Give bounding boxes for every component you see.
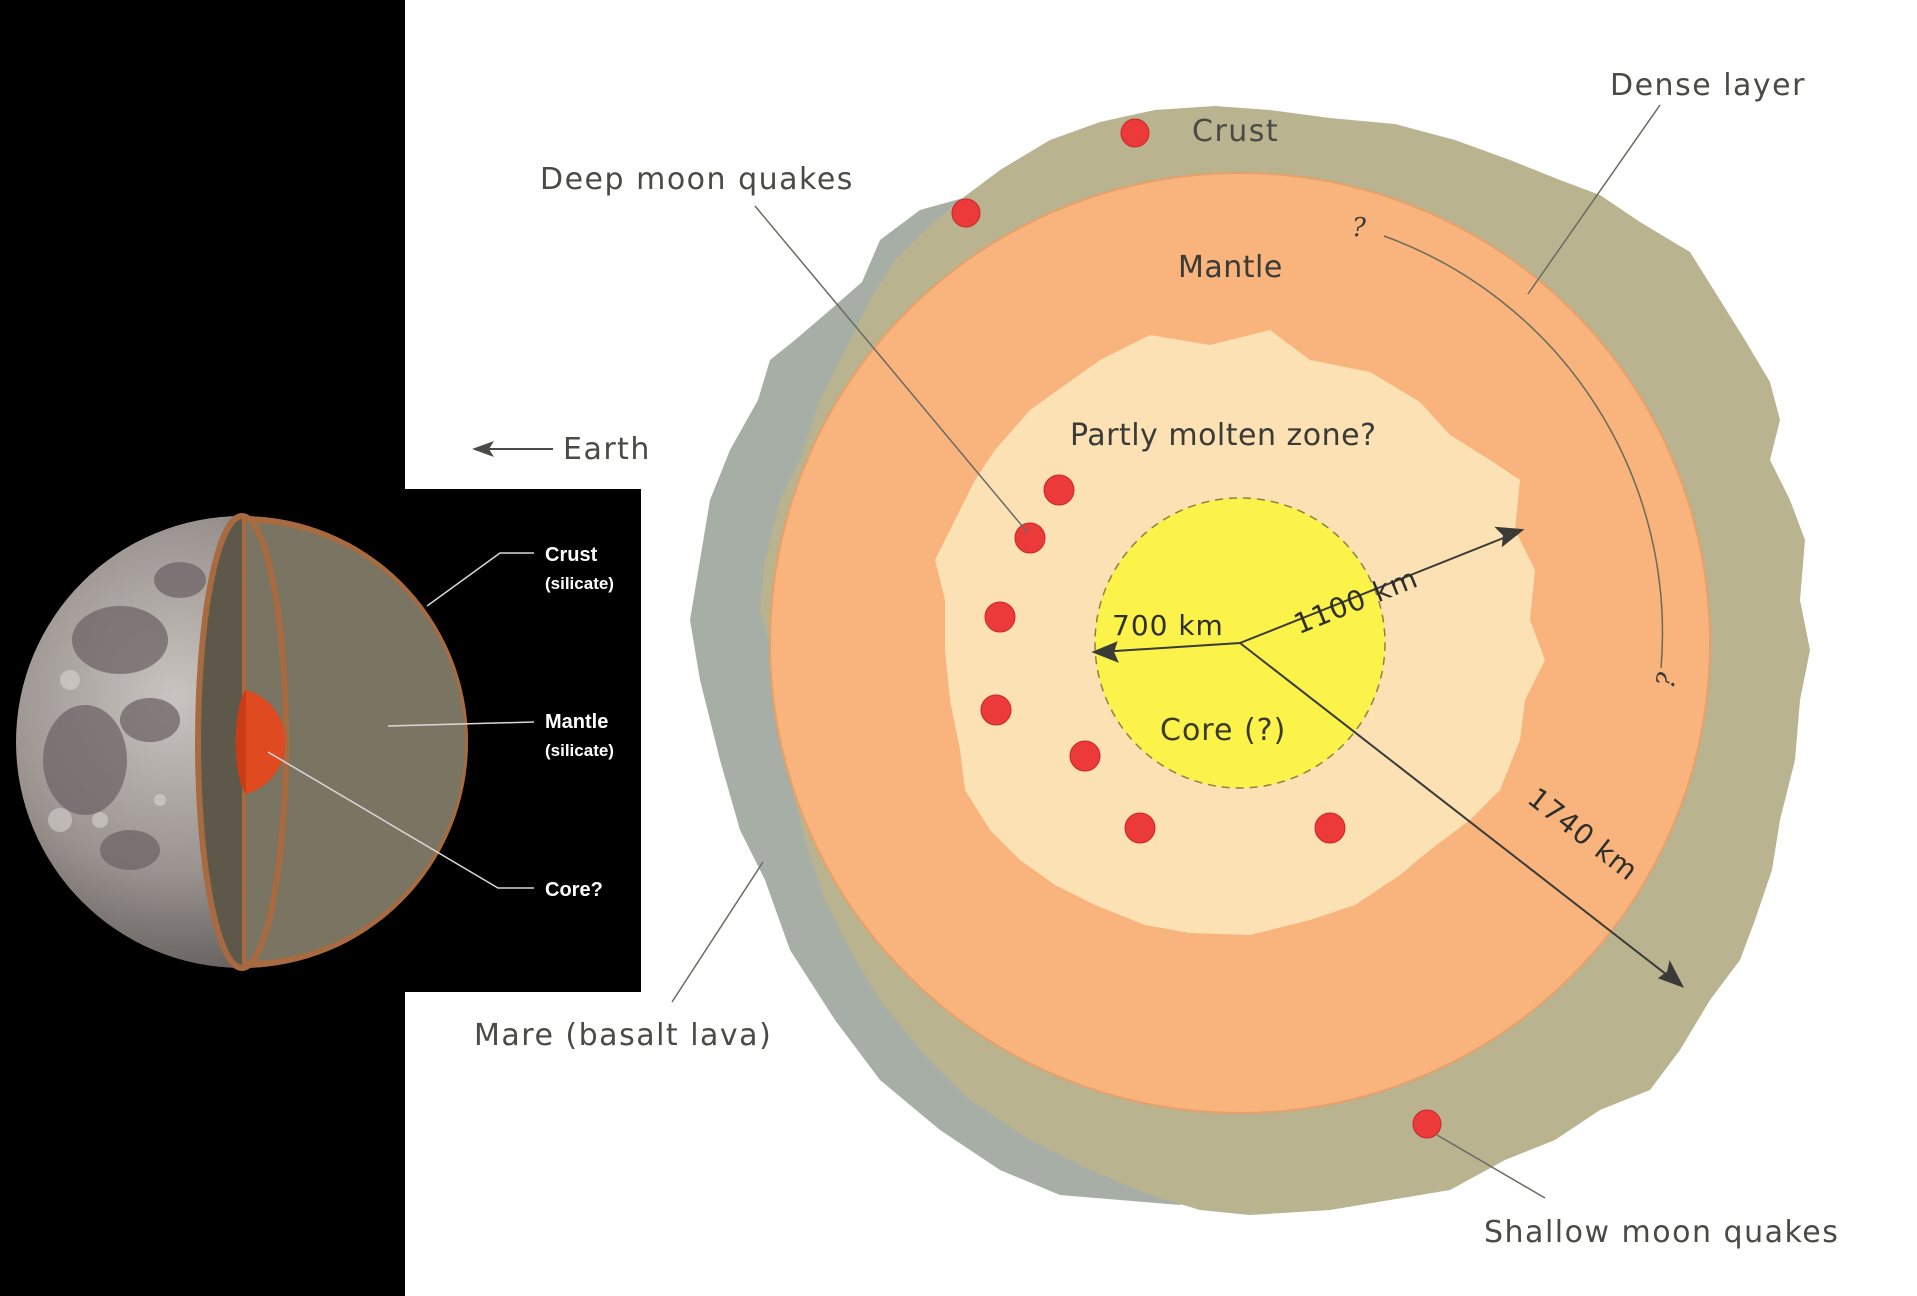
arrow-head-1740 (1657, 960, 1685, 988)
shallow-quake-dot (1412, 1109, 1442, 1139)
moon-surface-maria (43, 562, 206, 870)
small-crust-rim (195, 513, 289, 971)
mantle-label: Mantle (1178, 250, 1283, 285)
arrow-left-icon (472, 441, 494, 457)
arrow-head-700 (1091, 641, 1119, 663)
deep-quake-dot (1014, 522, 1046, 554)
leader-small-mantle (387, 721, 535, 727)
shallow-quake-dot (1120, 118, 1150, 148)
small-core-cut (235, 690, 246, 794)
crust-label: Crust (1192, 114, 1279, 149)
shallow-quake-dot (951, 198, 981, 228)
radius-700-label: 700 km (1112, 609, 1224, 642)
leader-small-crust (426, 552, 534, 607)
small-core-label: Core? (545, 879, 603, 901)
partly-molten-zone-label: Partly molten zone? (1070, 418, 1377, 453)
earth-label: Earth (563, 432, 651, 467)
moon-surface-highlights (48, 670, 166, 832)
small-core (235, 690, 286, 794)
mare-label: Mare (basalt lava) (474, 1018, 772, 1053)
leader-small-core (267, 751, 534, 889)
small-crust-sub-label: (silicate) (545, 574, 614, 593)
small-mantle-label: Mantle (545, 711, 608, 733)
radius-arrows (1091, 526, 1685, 988)
shallow-quakes-label: Shallow moon quakes (1484, 1215, 1839, 1250)
leader-dense-layer (1527, 104, 1661, 295)
deep-quake-dot (1314, 812, 1346, 844)
earth-direction-arrow (472, 441, 553, 457)
deep-quake-dot (1043, 474, 1075, 506)
small-crust-label: Crust (545, 544, 598, 566)
deep-quake-dot (1124, 812, 1156, 844)
small-mantle-face (246, 523, 465, 961)
leader-mare (671, 861, 764, 1003)
leader-deep-quakes (754, 205, 1029, 534)
arrow-head-1100 (1494, 526, 1525, 548)
deep-quake-dot (980, 694, 1012, 726)
leader-shallow-quakes (1436, 1134, 1546, 1199)
deep-quakes-label: Deep moon quakes (540, 162, 854, 197)
dense-layer-label: Dense layer (1610, 68, 1806, 103)
question-mark-top: ? (1352, 213, 1367, 243)
small-mantle-cut-face (198, 516, 242, 968)
small-mantle-sub-label: (silicate) (545, 741, 614, 760)
deep-quake-dot (984, 601, 1016, 633)
quake-markers (951, 118, 1442, 1139)
deep-quake-dot (1069, 740, 1101, 772)
small-moon-cutaway (16, 513, 468, 971)
core-label: Core (?) (1160, 713, 1286, 748)
dense-layer-uncertainty-arc (1383, 235, 1664, 669)
